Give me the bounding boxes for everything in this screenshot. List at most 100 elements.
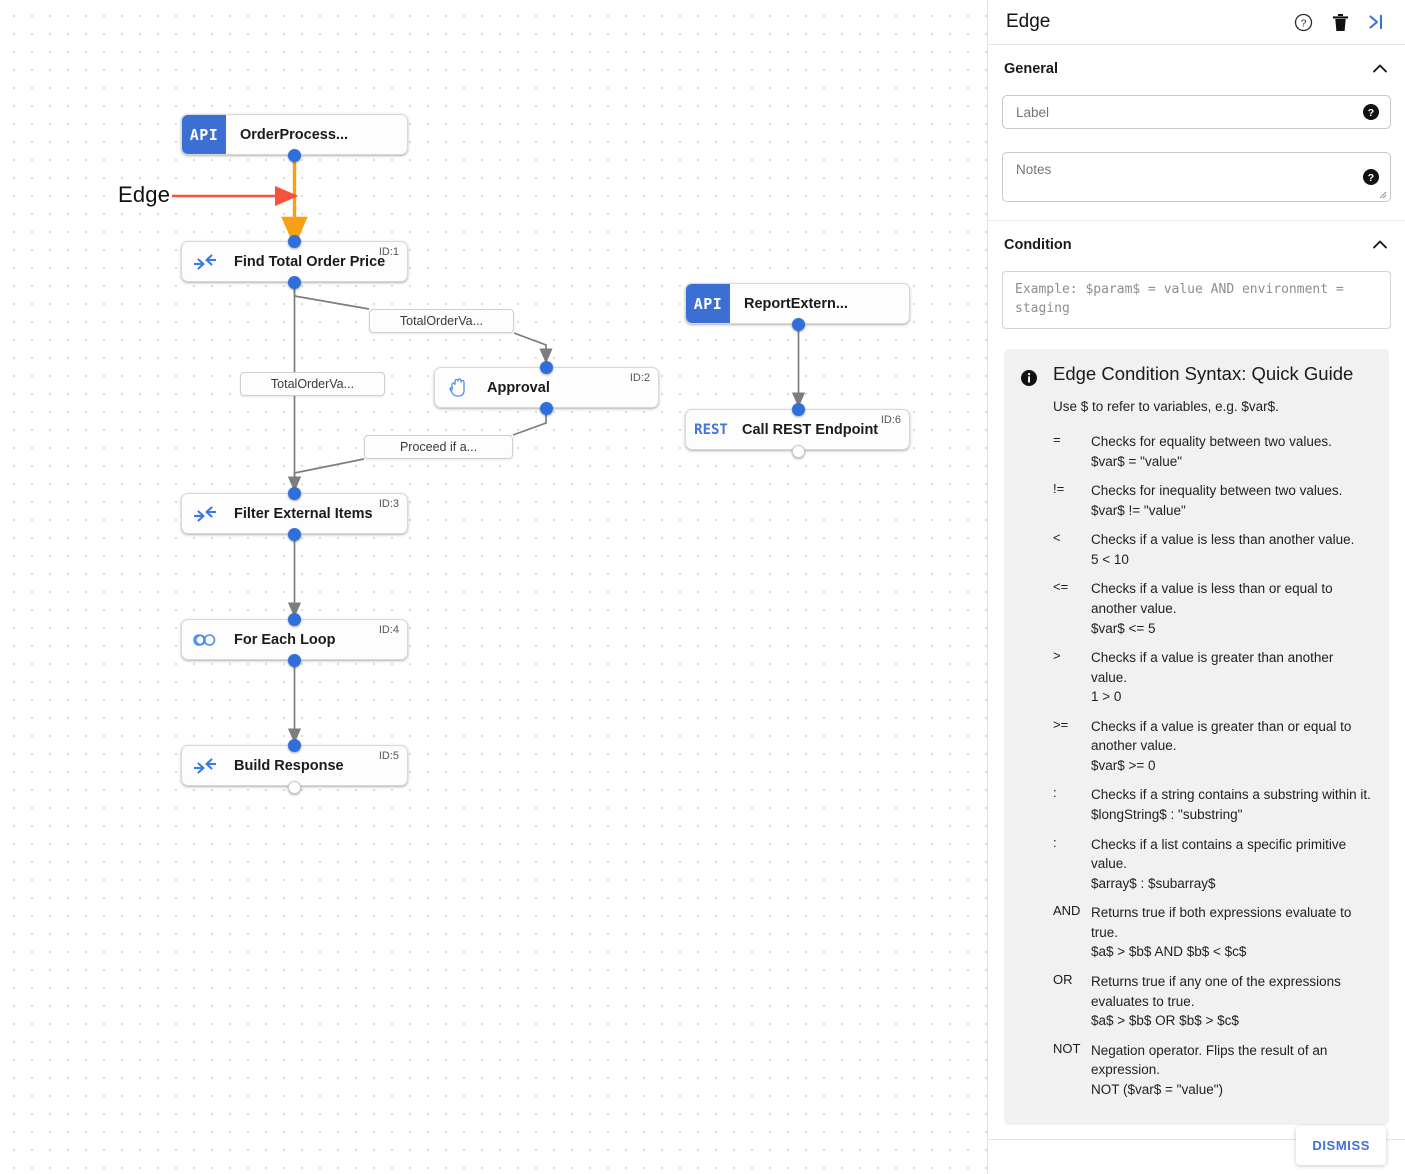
info-icon xyxy=(1020,363,1046,1109)
divider xyxy=(987,1139,1405,1140)
guide-rows: = Checks for equality between two values.… xyxy=(1053,432,1373,1099)
collapse-panel-icon[interactable] xyxy=(1368,13,1387,31)
annotation-label: Edge xyxy=(118,182,171,207)
guide-row: NOT Negation operator. Flips the result o… xyxy=(1053,1041,1373,1100)
guide-example: $var$ != "value" xyxy=(1091,502,1186,518)
guide-description: Checks if a list contains a specific pri… xyxy=(1091,835,1373,894)
workflow-node-for-each-loop[interactable]: For Each Loop ID:4 xyxy=(181,619,408,660)
guide-row: : Checks if a list contains a specific pr… xyxy=(1053,835,1373,894)
panel-title: Edge xyxy=(1006,11,1051,32)
guide-description: Returns true if any one of the expressio… xyxy=(1091,972,1373,1031)
guide-operator: < xyxy=(1053,530,1061,546)
node-input-port[interactable] xyxy=(288,613,301,626)
guide-description: Checks for equality between two values.$… xyxy=(1091,432,1373,471)
condition-section-header[interactable]: Condition xyxy=(1002,221,1391,269)
node-id-badge: ID:6 xyxy=(880,414,901,426)
guide-description: Checks if a value is less than or equal … xyxy=(1091,579,1373,638)
node-title: Filter External Items xyxy=(234,505,373,522)
guide-row: >=Checks if a value is greater than or e… xyxy=(1053,717,1373,776)
edge-n2-n3-b[interactable] xyxy=(287,458,365,492)
guide-row: = Checks for equality between two values.… xyxy=(1053,432,1373,471)
general-section-header[interactable]: General xyxy=(1002,45,1391,93)
chevron-up-icon[interactable] xyxy=(1371,236,1389,254)
guide-row: OR Returns true if any one of the express… xyxy=(1053,972,1373,1031)
node-input-port[interactable] xyxy=(792,403,805,416)
guide-operator: = xyxy=(1053,432,1061,447)
guide-row: < Checks if a value is less than another … xyxy=(1053,530,1373,569)
dismiss-bar: DISMISS xyxy=(987,1126,1405,1174)
guide-description: Checks if a value is less than another v… xyxy=(1091,530,1373,569)
label-help-icon[interactable]: ? xyxy=(1363,104,1379,120)
node-output-port[interactable] xyxy=(288,654,301,667)
label-field[interactable]: Label ? xyxy=(1002,95,1391,129)
node-input-port[interactable] xyxy=(540,361,553,374)
loop-infinity-icon xyxy=(182,620,228,659)
guide-example: $a$ > $b$ OR $b$ > $c$ xyxy=(1091,1013,1239,1029)
node-output-port[interactable] xyxy=(288,781,301,794)
node-output-port[interactable] xyxy=(288,276,301,289)
condition-input[interactable]: Example: $param$ = value AND environment… xyxy=(1002,271,1391,329)
guide-operator: OR xyxy=(1053,971,1073,987)
workflow-node-orderprocess[interactable]: API OrderProcess... xyxy=(181,114,408,155)
node-input-port[interactable] xyxy=(288,487,301,500)
node-input-port[interactable] xyxy=(288,235,301,248)
node-output-port[interactable] xyxy=(792,318,805,331)
guide-example: 1 > 0 xyxy=(1091,689,1122,705)
hand-icon xyxy=(435,368,481,407)
chevron-up-icon[interactable] xyxy=(1371,60,1389,78)
node-title: Find Total Order Price xyxy=(234,253,386,270)
edge-label-chip[interactable]: TotalOrderVa... xyxy=(369,309,514,333)
guide-operator: AND xyxy=(1053,903,1081,919)
node-title: For Each Loop xyxy=(234,631,336,648)
node-output-port[interactable] xyxy=(288,528,301,541)
notes-input[interactable]: Notes xyxy=(1016,162,1052,177)
guide-description: Negation operator. Flips the result of a… xyxy=(1091,1041,1373,1100)
edge-properties-panel: Edge ? xyxy=(987,0,1405,1174)
edge-n2-n3-a[interactable] xyxy=(512,414,547,436)
edge-n1-n2[interactable] xyxy=(293,283,370,310)
node-output-port[interactable] xyxy=(540,402,553,415)
help-icon[interactable]: ? xyxy=(1294,13,1313,32)
guide-example: $longString$ : "substring" xyxy=(1091,807,1243,822)
workflow-node-reportextern[interactable]: API ReportExtern... xyxy=(685,283,910,324)
node-output-port[interactable] xyxy=(288,149,301,162)
node-id-badge: ID:3 xyxy=(378,498,399,510)
api-badge-icon: API xyxy=(182,115,226,154)
notes-field[interactable]: Notes ? xyxy=(1002,152,1391,202)
transform-icon xyxy=(182,242,228,281)
notes-help-icon[interactable]: ? xyxy=(1363,169,1379,185)
label-input[interactable]: Label xyxy=(1016,104,1050,120)
svg-text:?: ? xyxy=(1301,17,1307,29)
svg-text:?: ? xyxy=(1368,172,1374,184)
guide-description: Checks if a value is greater than anothe… xyxy=(1091,648,1373,707)
condition-heading: Condition xyxy=(1004,237,1072,253)
guide-operator: != xyxy=(1053,481,1065,497)
node-output-port[interactable] xyxy=(792,445,805,458)
condition-section: Condition Example: $param$ = value AND e… xyxy=(988,221,1405,1131)
guide-example: NOT ($var$ = "value") xyxy=(1091,1081,1224,1097)
edge-label-chip[interactable]: Proceed if a... xyxy=(364,435,513,459)
guide-row: :Checks if a string contains a substring… xyxy=(1053,785,1373,824)
node-title: Call REST Endpoint xyxy=(742,421,879,438)
node-id-badge: ID:4 xyxy=(378,624,399,636)
guide-description: Checks for inequality between two values… xyxy=(1091,481,1373,520)
api-badge-icon: API xyxy=(686,284,730,323)
guide-example: $a$ > $b$ AND $b$ < $c$ xyxy=(1091,944,1247,960)
guide-description: Checks if a string contains a substring … xyxy=(1091,785,1373,824)
dismiss-button[interactable]: DISMISS xyxy=(1296,1126,1386,1165)
node-id-badge: ID:2 xyxy=(629,372,650,384)
edge-n1-n2-b[interactable] xyxy=(513,332,553,364)
guide-operator: <= xyxy=(1053,579,1069,595)
guide-example: $var$ <= 5 xyxy=(1091,620,1156,636)
guide-operator: NOT xyxy=(1053,1040,1081,1056)
edge-label-chip[interactable]: TotalOrderVa... xyxy=(240,372,385,396)
workflow-canvas[interactable]: Edge API OrderProcess... Find Total Orde… xyxy=(0,0,987,1174)
guide-example: $var$ = "value" xyxy=(1091,453,1183,469)
node-input-port[interactable] xyxy=(288,739,301,752)
guide-operator: > xyxy=(1053,648,1061,664)
guide-operator: : xyxy=(1053,834,1057,850)
delete-icon[interactable] xyxy=(1332,13,1349,32)
guide-operator: >= xyxy=(1053,716,1069,732)
resize-handle[interactable] xyxy=(1378,190,1387,199)
